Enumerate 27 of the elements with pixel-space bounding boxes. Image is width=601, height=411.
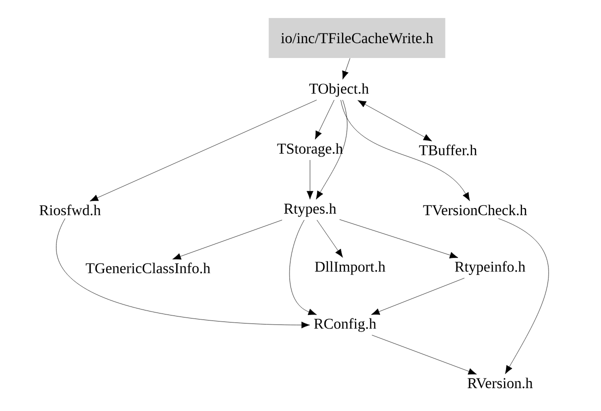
- file-label: TObject.h: [309, 83, 369, 97]
- file-label: TStorage.h: [277, 143, 343, 157]
- arrow: [339, 219, 458, 258]
- file-label: Riosfwd.h: [40, 204, 101, 216]
- arrow: [340, 100, 470, 202]
- arrow: [314, 100, 334, 140]
- file-label: DllImport.h: [314, 261, 386, 275]
- arrow: [358, 100, 432, 142]
- arrow: [316, 100, 348, 200]
- arrow: [172, 220, 282, 260]
- file-label: Rtypeinfo.h: [454, 261, 526, 275]
- file-box: io/inc/TFileCacheWrite.h: [268, 18, 446, 58]
- arrow: [289, 220, 317, 316]
- file-label: RVersion.h: [468, 378, 533, 388]
- arrow: [316, 220, 343, 258]
- file-label: TVersionCheck.h: [423, 204, 527, 216]
- arrow: [56, 218, 310, 328]
- arrow: [306, 160, 314, 200]
- arrow: [371, 278, 465, 315]
- file-label: TBuffer.h: [419, 144, 477, 156]
- file-label: Rtypes.h: [284, 203, 336, 217]
- arrow: [342, 58, 350, 80]
- arrow: [90, 100, 317, 202]
- file-label: RConfig.h: [314, 318, 376, 332]
- arrow: [372, 334, 477, 375]
- file-label: TGenericClassInfo.h: [86, 262, 210, 274]
- arrow: [498, 218, 549, 374]
